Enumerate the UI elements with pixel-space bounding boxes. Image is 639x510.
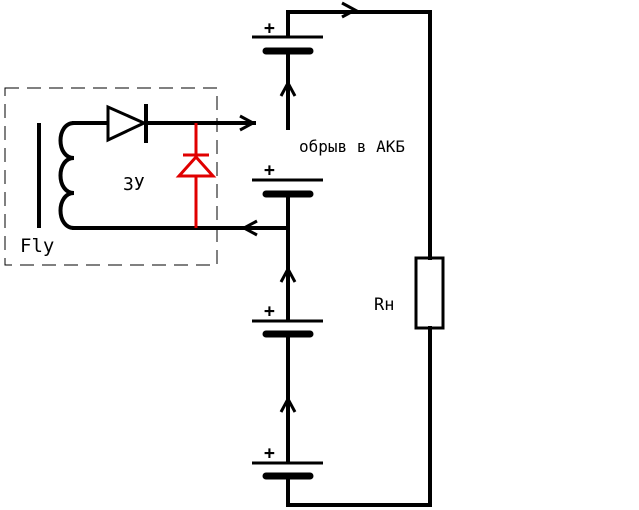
charger-coil <box>58 120 77 231</box>
current-arrow-right <box>239 114 257 132</box>
load-resistor <box>414 256 445 330</box>
main-loop-wire <box>286 10 432 507</box>
device-enclosure <box>4 87 218 266</box>
battery-4-plus: + <box>264 443 275 464</box>
current-arrow-up-3 <box>279 395 297 413</box>
current-arrow-left <box>240 219 258 237</box>
fly-label: Fly <box>20 235 54 257</box>
break-note: обрыв в АКБ <box>299 137 405 156</box>
battery-4: + <box>252 443 323 480</box>
battery-2-plus: + <box>264 160 275 181</box>
charger-diode <box>106 104 148 143</box>
battery-3: + <box>252 301 323 338</box>
battery-1-plus: + <box>264 18 275 39</box>
current-arrow-up-1 <box>279 79 297 97</box>
load-label: Rн <box>374 295 394 315</box>
charger-label: ЗУ <box>123 174 145 195</box>
battery-2: + <box>252 160 323 198</box>
battery-1: + <box>252 18 323 55</box>
current-arrow-up-2 <box>279 265 297 283</box>
current-arrow-top <box>341 1 359 19</box>
battery-3-plus: + <box>264 301 275 322</box>
reverse-diode <box>175 123 217 228</box>
